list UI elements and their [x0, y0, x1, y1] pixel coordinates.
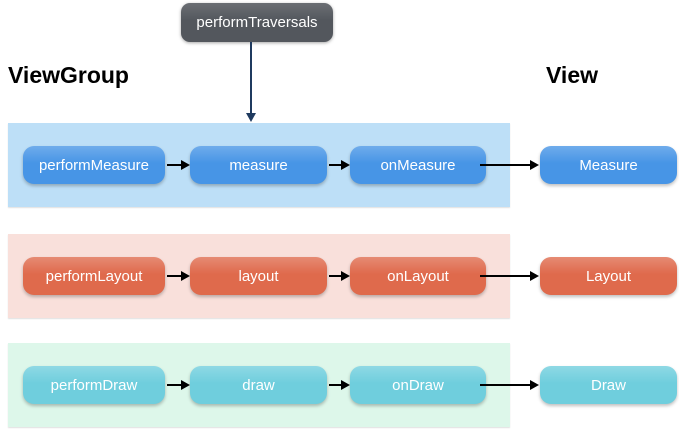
measure-node: measure [190, 146, 327, 184]
arrow-onmeasure-to-view-measure [480, 160, 539, 170]
on-layout-node: onLayout [350, 257, 486, 295]
layout-node: layout [190, 257, 327, 295]
traversal-down-arrow [246, 42, 256, 122]
arrow-ondraw-to-view-draw [480, 380, 539, 390]
view-measure-node: Measure [540, 146, 677, 184]
view-draw-node: Draw [540, 366, 677, 404]
on-measure-node: onMeasure [350, 146, 486, 184]
viewgroup-heading: ViewGroup [8, 62, 129, 88]
measure-row-container: performMeasure measure onMeasure [8, 123, 510, 207]
draw-node: draw [190, 366, 327, 404]
arrow-performdraw-to-draw [167, 380, 190, 390]
arrow-draw-to-ondraw [329, 380, 350, 390]
draw-row-container: performDraw draw onDraw [8, 343, 510, 427]
perform-layout-node: performLayout [23, 257, 165, 295]
view-layout-node: Layout [540, 257, 677, 295]
arrow-measure-to-onmeasure [329, 160, 350, 170]
layout-row-container: performLayout layout onLayout [8, 234, 510, 318]
arrow-onlayout-to-view-layout [480, 271, 539, 281]
view-heading: View [546, 62, 598, 88]
arrow-performlayout-to-layout [167, 271, 190, 281]
perform-measure-node: performMeasure [23, 146, 165, 184]
arrow-performmeasure-to-measure [167, 160, 190, 170]
arrow-layout-to-onlayout [329, 271, 350, 281]
perform-traversals-node: performTraversals [181, 3, 333, 42]
perform-draw-node: performDraw [23, 366, 165, 404]
on-draw-node: onDraw [350, 366, 486, 404]
